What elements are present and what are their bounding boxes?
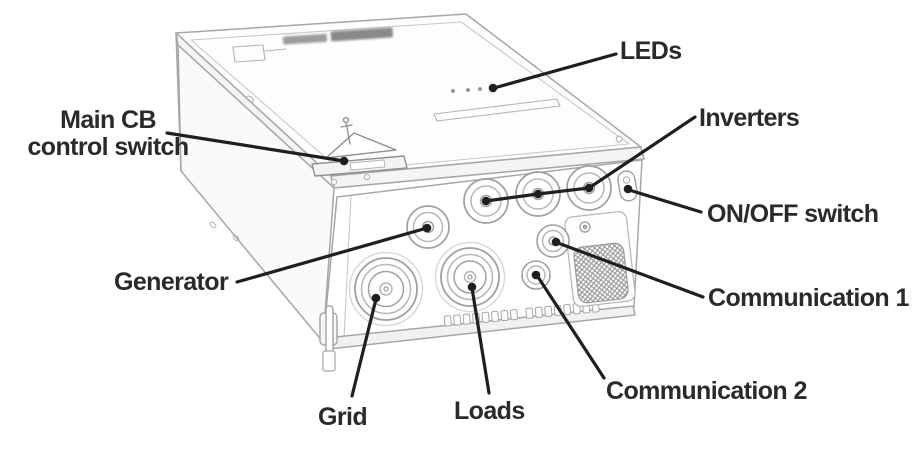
led-indicator <box>451 89 455 93</box>
mounting-bracket <box>319 305 338 372</box>
label-leds: LEDs <box>620 37 682 65</box>
plate-screw <box>579 221 591 233</box>
lid-slot <box>433 98 561 122</box>
device-body <box>175 13 645 372</box>
label-grid: Grid <box>318 403 368 431</box>
led-indicator <box>478 87 482 91</box>
label-main-cb-line1: Main CB <box>60 106 156 134</box>
grid-gland <box>348 251 424 327</box>
corner-screw <box>615 135 623 143</box>
label-main-cb-line2: control switch <box>27 133 189 161</box>
rim-screw <box>330 178 338 186</box>
leader-main-cb <box>165 131 346 163</box>
rim-screw <box>363 173 371 181</box>
label-loads: Loads <box>454 397 525 425</box>
brand-logo-blurred <box>282 27 393 45</box>
leader-leds <box>492 52 618 90</box>
leader-inverters <box>484 115 697 203</box>
label-generator: Generator <box>114 268 229 296</box>
label-main-cb-control-switch: Main CB control switch <box>17 107 199 161</box>
label-on-off-switch: ON/OFF switch <box>707 200 879 228</box>
loads-gland <box>434 241 506 313</box>
leader-lines <box>165 52 705 398</box>
leader-communication-1 <box>556 241 705 299</box>
leader-grid <box>350 297 378 398</box>
leader-loads <box>470 286 491 395</box>
leader-communication-2 <box>536 275 606 380</box>
leader-generator <box>235 226 429 284</box>
main-cb-switch <box>311 116 408 177</box>
label-inverters: Inverters <box>699 104 800 132</box>
top-panel-details <box>232 44 561 122</box>
label-communication-2: Communication 2 <box>606 377 807 405</box>
label-communication-1: Communication 1 <box>708 284 909 312</box>
leader-on-off <box>627 188 703 214</box>
vent-grille <box>573 242 629 304</box>
led-indicator <box>466 88 470 92</box>
